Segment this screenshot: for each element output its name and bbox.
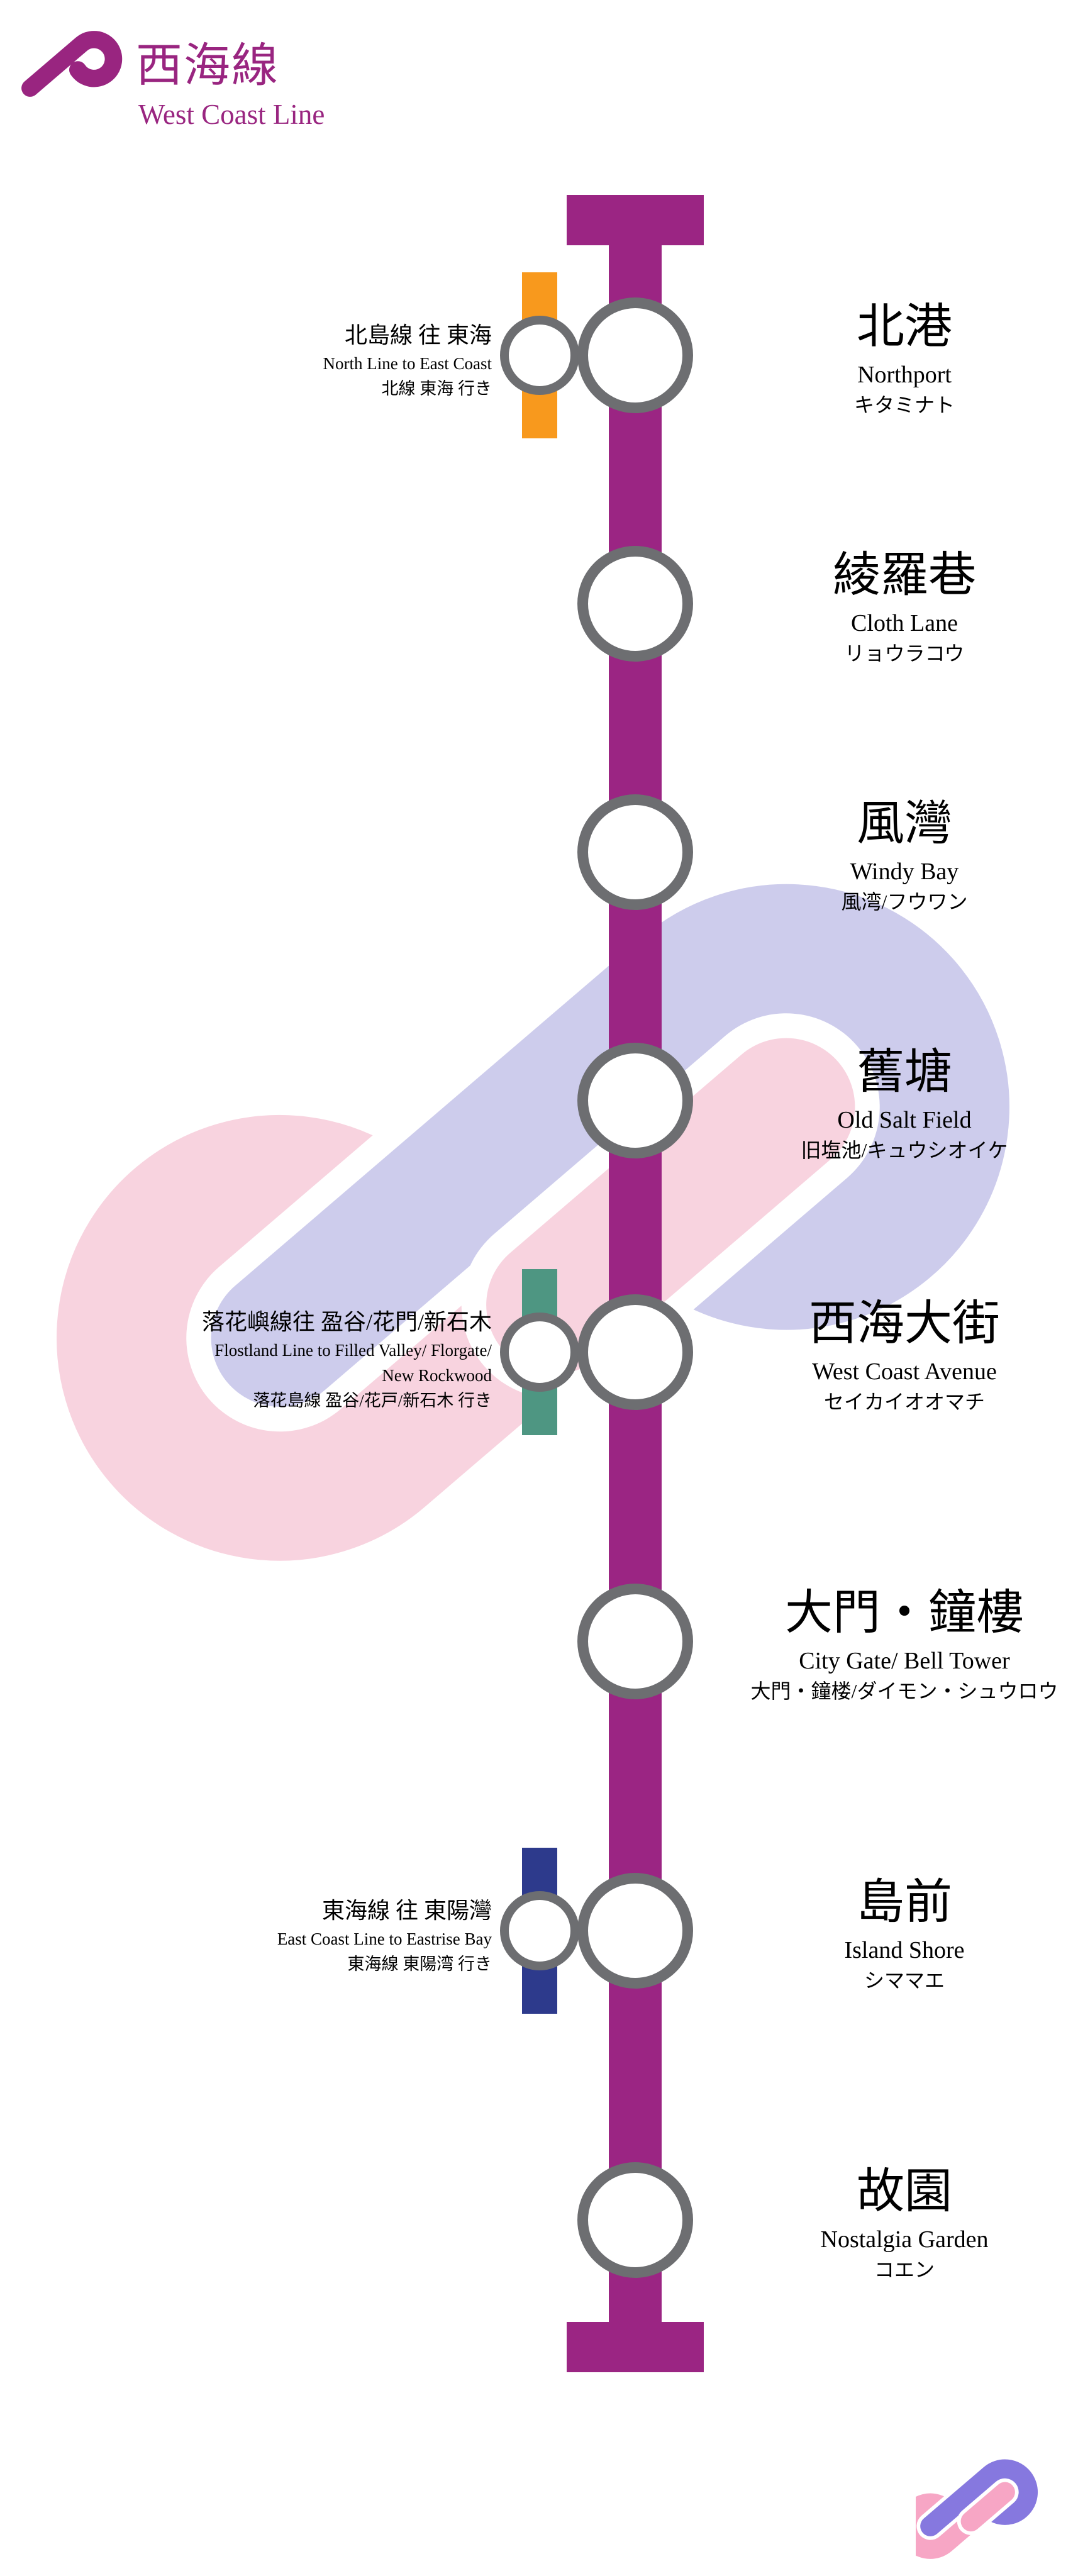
station-name-zh: 綾羅巷 xyxy=(833,549,976,602)
station-name-en: Island Shore xyxy=(844,1937,965,1963)
background-watermark-logo xyxy=(38,667,1078,1767)
interchange-line-en: New Rockwood xyxy=(382,1366,492,1385)
station-name-ja: シママエ xyxy=(864,1969,945,1992)
interchange-line-ja: 落花島線 盈谷/花戸/新石木 行き xyxy=(253,1391,492,1410)
station-name-en: Old Salt Field xyxy=(837,1107,972,1133)
station-name-zh: 島前 xyxy=(857,1876,952,1929)
station-label: 大門・鐘樓 City Gate/ Bell Tower 大門・鐘楼/ダイモン・シ… xyxy=(615,1582,1078,1705)
station-name-zh: 風灣 xyxy=(857,797,952,850)
station-name-en: Nostalgia Garden xyxy=(820,2226,989,2253)
station-label: 故園 Nostalgia Garden コエン xyxy=(615,2160,1078,2284)
interchange-line-en: Flostland Line to Filled Valley/ Florgat… xyxy=(214,1341,492,1360)
station-circle xyxy=(577,2162,693,2278)
interchange-label: 北島線 往 東海 North Line to East Coast 北線 東海 行き xyxy=(39,319,492,401)
station-name-ja: 旧塩池/キュウシオイケ xyxy=(801,1139,1008,1162)
station-label: 舊塘 Old Salt Field 旧塩池/キュウシオイケ xyxy=(615,1041,1078,1164)
station-name-zh: 北港 xyxy=(857,301,952,353)
station-name-en: Windy Bay xyxy=(850,858,959,885)
interchange-line-zh: 落花嶼線往 盈谷/花門/新石木 xyxy=(201,1309,492,1335)
station-label: 島前 Island Shore シママエ xyxy=(615,1871,1078,1994)
station-label: 西海大街 West Coast Avenue セイカイオオマチ xyxy=(615,1292,1078,1416)
interchange-line-ja: 東海線 東陽湾 行き xyxy=(347,1955,492,1974)
station-circle xyxy=(577,297,693,413)
interchange-circle xyxy=(500,1891,579,1970)
interchange-line-zh: 北島線 往 東海 xyxy=(344,323,492,348)
station-name-ja: キタミナト xyxy=(853,394,955,416)
station-label: 風灣 Windy Bay 風湾/フウワン xyxy=(615,792,1078,916)
terminal-bar-bottom xyxy=(567,2322,704,2372)
station-name-en: West Coast Avenue xyxy=(812,1358,997,1385)
station-label: 北港 Northport キタミナト xyxy=(615,296,1078,419)
station-name-ja: リョウラコウ xyxy=(844,642,965,665)
station-name-zh: 故園 xyxy=(857,2165,952,2218)
line-logo xyxy=(18,28,125,100)
station-name-en: City Gate/ Bell Tower xyxy=(799,1648,1010,1674)
interchange-circle xyxy=(500,1313,579,1392)
station-name-zh: 大門・鐘樓 xyxy=(785,1587,1024,1640)
station-circle xyxy=(577,1043,693,1158)
interchange-label: 落花嶼線往 盈谷/花門/新石木 Flostland Line to Filled … xyxy=(39,1306,492,1413)
page-title: 西海線 xyxy=(136,40,279,92)
station-name-ja: 大門・鐘楼/ダイモン・シュウロウ xyxy=(750,1680,1059,1702)
footer-logo xyxy=(897,2455,1042,2563)
interchange-label: 東海線 往 東陽灣 East Coast Line to Eastrise Bay… xyxy=(39,1895,492,1977)
line-title-en: West Coast Line xyxy=(138,99,325,130)
interchange-line-en: East Coast Line to Eastrise Bay xyxy=(277,1929,492,1948)
route-line xyxy=(609,220,662,2347)
station-name-zh: 西海大街 xyxy=(809,1297,1000,1350)
station-label: 綾羅巷 Cloth Lane リョウラコウ xyxy=(615,544,1078,667)
interchange-line-zh: 東海線 往 東陽灣 xyxy=(321,1898,492,1923)
interchange-line-ja: 北線 東海 行き xyxy=(381,379,492,398)
station-name-en: Northport xyxy=(857,362,952,388)
station-name-en: Cloth Lane xyxy=(851,610,958,636)
station-name-ja: 風湾/フウワン xyxy=(841,891,968,913)
interchange-line-en: North Line to East Coast xyxy=(323,354,492,373)
station-name-zh: 舊塘 xyxy=(857,1046,952,1099)
station-name-ja: コエン xyxy=(874,2258,935,2281)
interchange-circle xyxy=(500,316,579,395)
station-name-ja: セイカイオオマチ xyxy=(823,1391,985,1413)
